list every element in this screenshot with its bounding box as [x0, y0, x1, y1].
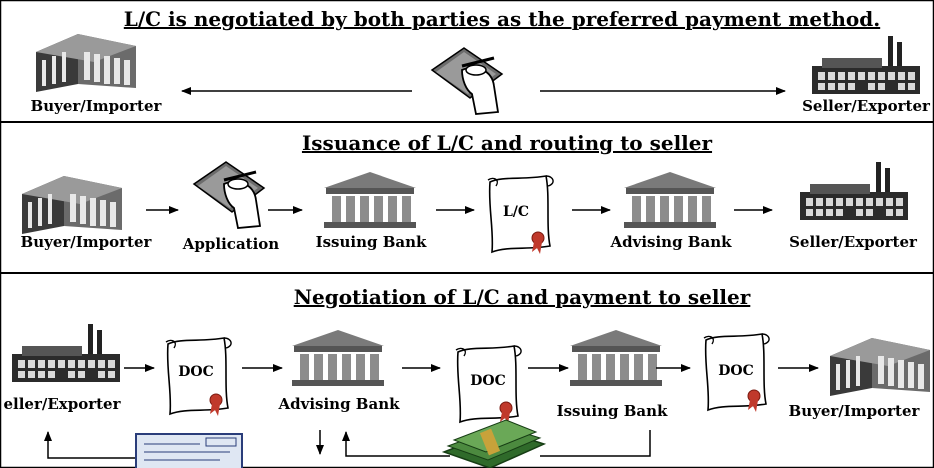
hand-signing-icon [430, 46, 504, 116]
factory-icon [812, 36, 920, 94]
seller-label: eller/Exporter [3, 395, 121, 413]
panel-2-heading: Issuance of L/C and routing to seller [302, 131, 713, 155]
office-building-icon [830, 338, 930, 396]
doc-label: DOC [470, 373, 505, 389]
office-building-icon [22, 176, 122, 234]
payment-return-arrow [44, 431, 136, 459]
advising-bank-label: Advising Bank [278, 395, 401, 413]
lc-document-label: L/C [503, 204, 529, 220]
bank-icon [292, 330, 384, 386]
bank-icon [570, 330, 662, 386]
advising-bank-label: Advising Bank [610, 233, 733, 251]
cash-stack-icon [441, 419, 547, 468]
issuing-bank-label: Issuing Bank [316, 233, 427, 251]
doc-label: DOC [178, 364, 213, 380]
factory-icon [12, 324, 120, 382]
office-building-icon [36, 34, 136, 92]
issuing-bank-label: Issuing Bank [557, 402, 668, 420]
cheque-icon [135, 433, 243, 468]
application-label: Application [182, 235, 279, 253]
bank-icon [624, 172, 716, 228]
buyer-label: Buyer/Importer [21, 233, 153, 251]
panel-1-heading: L/C is negotiated by both parties as the… [124, 7, 880, 31]
buyer-label: Buyer/Importer [31, 97, 163, 115]
seller-label: Seller/Exporter [802, 97, 931, 115]
factory-icon [800, 162, 908, 220]
payment-flow-line [540, 430, 651, 457]
doc-label: DOC [718, 363, 753, 379]
hand-signing-icon [192, 160, 266, 230]
seller-label: Seller/Exporter [789, 233, 918, 251]
bank-icon [324, 172, 416, 228]
panel-3-heading: Negotiation of L/C and payment to seller [294, 285, 751, 309]
payment-return-arrow [342, 431, 450, 457]
buyer-label: Buyer/Importer [789, 402, 921, 420]
